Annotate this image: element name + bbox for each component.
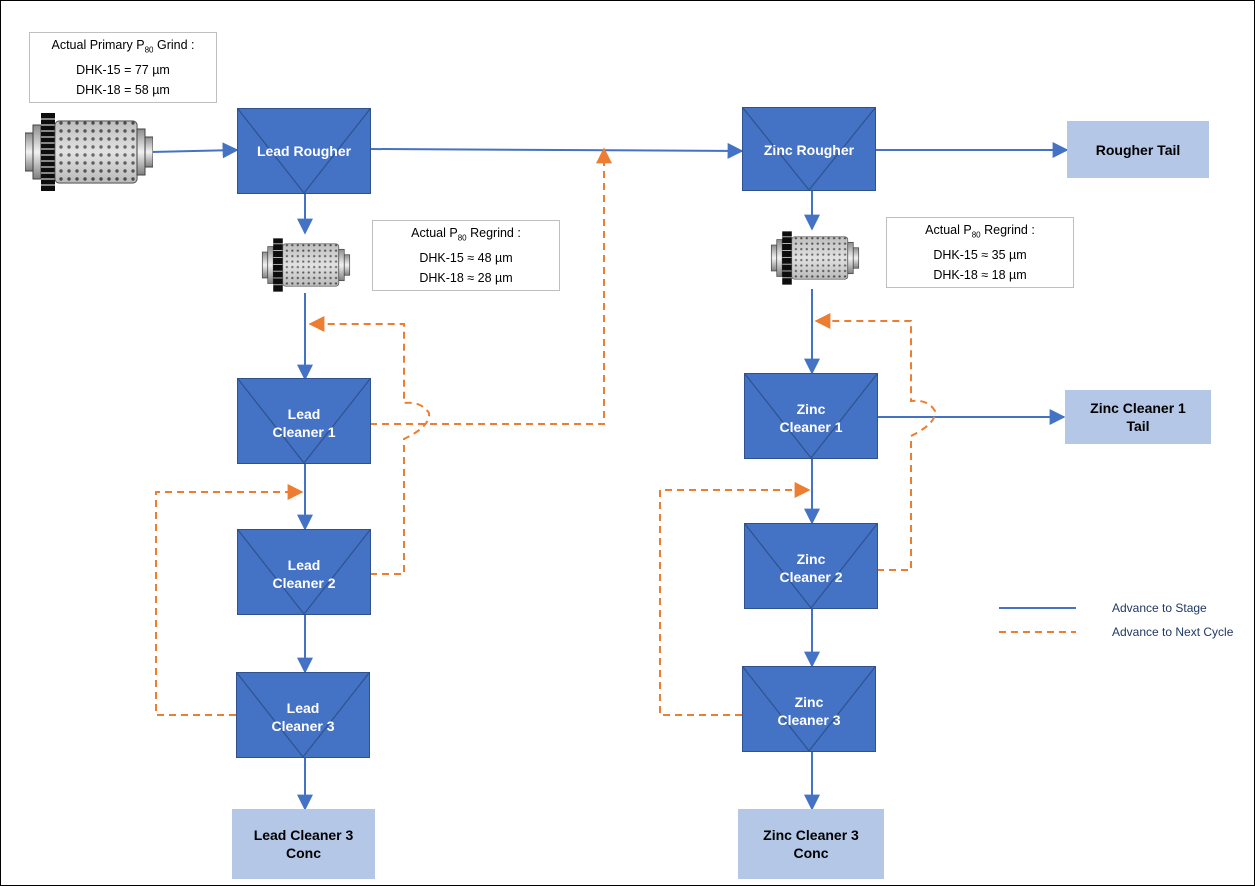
zinc-cleaner-3-cell[interactable]: Zinc Cleaner 3 [742,666,876,752]
primary-ball-mill-icon [25,113,153,191]
zinc-rougher-label: Zinc Rougher [763,142,855,158]
lead-cleaner-3-label-line1: Lead [286,700,320,716]
lead-cleaner-3-conc-box[interactable]: Lead Cleaner 3 Conc [232,809,375,879]
lead-cleaner-2-cell[interactable]: Lead Cleaner 2 [237,529,371,615]
flotation-cell-icon [238,379,370,463]
zinc-cleaner-3-label-line2: Cleaner 3 [777,712,841,728]
lead-cleaner-1-label-line1: Lead [287,406,321,422]
lead-cleaner-1-recycle [370,147,612,425]
flotation-cell-icon [743,667,875,751]
zinc-cleaner-1-tail-box[interactable]: Zinc Cleaner 1 Tail [1065,390,1211,444]
lead-cleaner-3-conc-label-line1: Lead Cleaner 3 [253,827,354,843]
lead-cleaner-3-cell[interactable]: Lead Cleaner 3 [236,672,370,758]
lead-regrind-note: Actual P80 Regrind : DHK-15 ≈ 48 µm DHK-… [372,220,560,291]
lead-rougher-cell[interactable]: Lead Rougher [237,108,371,194]
zinc-regrind-title: Actual P80 Regrind : [925,222,1035,240]
zinc-cleaner-3-conc-label-line2: Conc [793,845,829,861]
lead-cleaner-1-label-line2: Cleaner 1 [272,424,336,440]
zinc-regrind-note: Actual P80 Regrind : DHK-15 ≈ 35 µm DHK-… [886,217,1074,288]
lead-regrind-dhk15: DHK-15 ≈ 48 µm [419,251,513,266]
zinc-cleaner-3-conc-label-line1: Zinc Cleaner 3 [763,827,859,843]
lead-regrind-title: Actual P80 Regrind : [411,225,521,243]
lead-rougher-label: Lead Rougher [256,143,352,159]
zinc-cleaner-2-label-line2: Cleaner 2 [779,569,843,585]
zinc-rougher-cell[interactable]: Zinc Rougher [742,107,876,191]
zinc-cleaner-2-label-line1: Zinc [796,551,826,567]
primary-grind-dhk18: DHK-18 = 58 µm [76,83,170,98]
zinc-cleaner-2-cell[interactable]: Zinc Cleaner 2 [744,523,878,609]
legend-dashed-label: Advance to Next Cycle [1112,625,1234,639]
lead-cleaner-3-recycle [155,484,304,716]
primary-grind-dhk15: DHK-15 = 77 µm [76,63,170,78]
zinc-cleaner-1-cell[interactable]: Zinc Cleaner 1 [744,373,878,459]
primary-grind-note: Actual Primary P80 Grind : DHK-15 = 77 µ… [29,32,217,103]
zinc-cleaner-3-recycle [659,482,811,716]
flotation-cell-icon [745,524,877,608]
lead-cleaner-3-conc-label-line2: Conc [286,845,321,861]
lead-cleaner-2-recycle [308,316,431,575]
flotation-cell-icon [238,530,370,614]
flotation-cell-icon [238,109,370,193]
zinc-cleaner-1-tail-label-line2: Tail [1126,418,1150,434]
rougher-tail-label: Rougher Tail [1095,141,1181,158]
lead-regrind-dhk18: DHK-18 ≈ 28 µm [419,271,513,286]
lead-cleaner-2-label-line1: Lead [287,557,321,573]
lead-cleaner-1-cell[interactable]: Lead Cleaner 1 [237,378,371,464]
legend-solid-label: Advance to Stage [1112,601,1207,615]
rougher-tail-box[interactable]: Rougher Tail [1067,121,1209,178]
zinc-cleaner-3-conc-box[interactable]: Zinc Cleaner 3 Conc [738,809,884,879]
lead-rougher-to-zinc-rougher [369,142,744,159]
lead-cleaner-3-label-line2: Cleaner 3 [271,718,335,734]
lead-cleaner-2-label-line2: Cleaner 2 [272,575,336,591]
primary-grind-title: Actual Primary P80 Grind : [51,37,195,55]
flotation-cell-icon [743,108,875,190]
feed-to-lead-rougher [150,142,239,159]
zinc-regrind-dhk18: DHK-18 ≈ 18 µm [933,268,1027,283]
lead-regrind-mill-icon [261,238,351,292]
zinc-cleaner-3-label-line1: Zinc [794,694,824,710]
zinc-cleaner-2-recycle [814,313,937,571]
zinc-regrind-dhk15: DHK-15 ≈ 35 µm [933,248,1027,263]
zinc-cleaner-1-label-line2: Cleaner 1 [779,419,843,435]
zinc-cleaner-1-label-line1: Zinc [796,401,826,417]
flotation-cell-icon [745,374,877,458]
zinc-cleaner-1-tail-label-line1: Zinc Cleaner 1 [1090,400,1186,416]
flotation-cell-icon [237,673,369,757]
zinc-regrind-mill-icon [770,231,860,285]
